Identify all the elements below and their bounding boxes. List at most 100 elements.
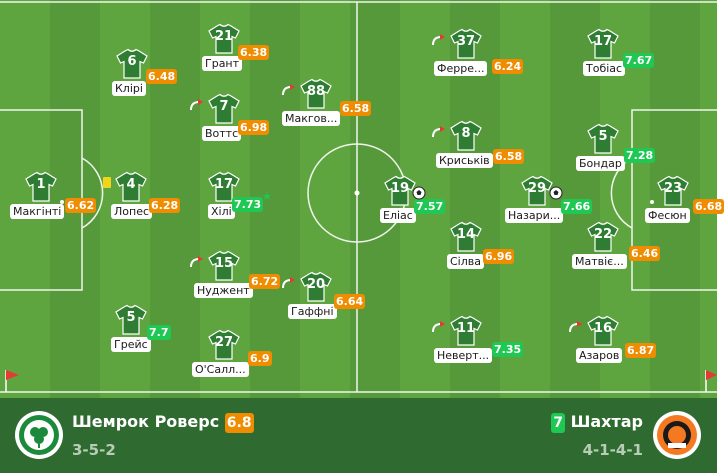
player-name: Бондар	[576, 156, 625, 171]
jersey-icon	[25, 171, 57, 202]
jersey-icon	[450, 315, 482, 346]
substitution-icon	[280, 275, 296, 294]
jersey-icon	[450, 120, 482, 151]
player-rating-badge: 6.46	[629, 246, 661, 261]
corner-flag-icon	[4, 368, 20, 396]
jersey-icon	[115, 171, 147, 202]
player-number: 7	[219, 99, 229, 114]
player-rating-badge: 6.72	[249, 274, 281, 289]
away-formation: 4-1-4-1	[582, 441, 643, 459]
player-name: Матвіє...	[572, 254, 627, 269]
jersey-icon	[587, 123, 619, 154]
away-team-rating: 7	[551, 413, 566, 433]
player-number: 17	[593, 34, 613, 49]
jersey-icon	[384, 175, 416, 206]
home-formation: 3-5-2	[72, 441, 116, 459]
home-team-rating: 6.8	[224, 413, 254, 433]
player-rating-badge: 6.64	[334, 294, 366, 309]
player-name: О'Салл...	[192, 362, 249, 377]
player-name: Воттс	[202, 126, 242, 141]
player-name: Тобіас	[583, 61, 626, 76]
player-name: Нуджент	[194, 283, 253, 298]
player-number: 8	[461, 126, 471, 141]
away-team-label: Шахтар	[570, 412, 643, 431]
player-name: Макгов...	[282, 111, 341, 126]
player-name: Лопес	[111, 204, 153, 219]
player-rating-badge: 7.7	[147, 325, 171, 340]
player-number: 23	[663, 181, 683, 196]
goal-ball-icon	[412, 185, 426, 204]
player-rating-badge: 7.67	[623, 53, 655, 68]
player-number: 11	[456, 321, 476, 336]
player-number: 6	[127, 54, 137, 69]
jersey-icon	[521, 175, 553, 206]
player-name: Криськів	[436, 153, 493, 168]
player-number: 5	[126, 310, 136, 325]
goal-ball-icon	[549, 185, 563, 204]
player-number: 21	[214, 29, 234, 44]
player-rating-badge: 6.38	[238, 45, 270, 60]
jersey-icon	[450, 221, 482, 252]
player-number: 27	[214, 335, 234, 350]
jersey-icon	[116, 48, 148, 79]
player-rating-badge: 6.68	[693, 199, 724, 214]
jersey-icon	[208, 329, 240, 360]
corner-flag-icon	[702, 368, 718, 396]
player-name: Грант	[202, 56, 243, 71]
player-rating-badge: 7.66	[561, 199, 593, 214]
shamrock-rovers-crest-icon[interactable]	[14, 410, 64, 460]
jersey-icon	[450, 28, 482, 59]
substitution-icon	[430, 124, 446, 143]
jersey-icon	[208, 93, 240, 124]
player-name: Азаров	[576, 348, 623, 363]
home-team-label: Шемрок Роверс	[72, 412, 220, 431]
jersey-icon	[657, 175, 689, 206]
player-number: 15	[214, 256, 234, 271]
player-rating-badge: 7.73	[232, 197, 264, 212]
player-rating-badge: 6.62	[65, 198, 97, 213]
player-name: Клірі	[112, 81, 146, 96]
player-name: Грейс	[111, 337, 151, 352]
substitution-icon	[430, 319, 446, 338]
jersey-icon	[115, 304, 147, 335]
team-info-bar: Шемрок Роверс 6.8 3-5-2 7 Шахтар 4-1-4-1	[0, 398, 717, 473]
jersey-icon	[208, 250, 240, 281]
home-team-name[interactable]: Шемрок Роверс 6.8	[72, 412, 254, 433]
player-number: 1	[36, 177, 46, 192]
substitution-icon	[567, 319, 583, 338]
player-rating-badge: 6.87	[625, 343, 657, 358]
shakhtar-crest-icon[interactable]	[652, 410, 702, 460]
player-number: 22	[593, 227, 613, 242]
away-team-name[interactable]: 7 Шахтар	[551, 412, 643, 433]
player-rating-badge: 7.28	[624, 148, 656, 163]
player-rating-badge: 6.28	[149, 198, 181, 213]
player-name: Ферре...	[434, 61, 488, 76]
jersey-icon	[587, 315, 619, 346]
player-number: 14	[456, 227, 476, 242]
yellow-card-icon	[103, 177, 111, 188]
player-rating-badge: 6.48	[146, 69, 178, 84]
player-number: 16	[593, 321, 613, 336]
player-rating-badge: 7.35	[492, 342, 524, 357]
player-name: Хілі	[208, 204, 235, 219]
player-rating-badge: 7.57	[414, 199, 446, 214]
player-number: 4	[126, 177, 136, 192]
player-number: 29	[527, 181, 547, 196]
player-name: Гаффні	[288, 304, 337, 319]
jersey-icon	[208, 171, 240, 202]
player-number: 20	[306, 277, 326, 292]
player-rating-badge: 6.98	[238, 120, 270, 135]
player-name: Неверт...	[434, 348, 493, 363]
player-rating-badge: 6.96	[483, 249, 515, 264]
player-number: 88	[306, 84, 326, 99]
player-name: Еліас	[380, 208, 416, 223]
player-name: Сілва	[447, 254, 484, 269]
player-rating-badge: 6.24	[492, 59, 524, 74]
substitution-icon	[188, 97, 204, 116]
player-rating-badge: 6.58	[493, 149, 525, 164]
player-number: 5	[598, 129, 608, 144]
player-name: Макгінті	[10, 204, 65, 219]
player-name: Назари...	[505, 208, 564, 223]
